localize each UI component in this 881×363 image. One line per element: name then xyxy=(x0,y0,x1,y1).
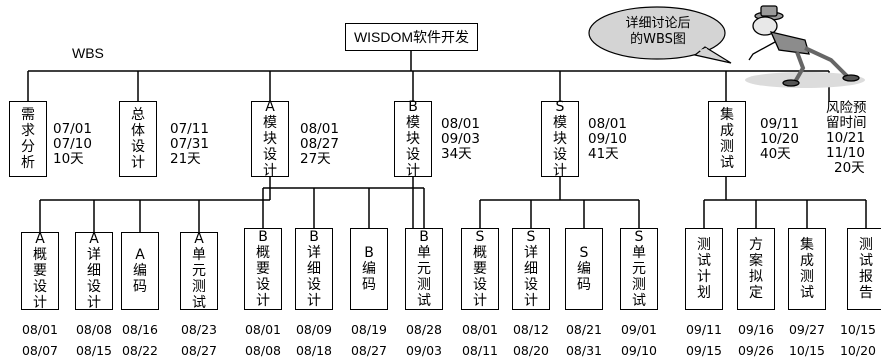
wbs-label: WBS xyxy=(72,45,104,61)
risk-reserve-text: 风险预 留时间 10/21 11/10 20天 xyxy=(826,101,867,176)
phase-box-requirements: 需求分析 xyxy=(9,101,47,177)
task-box-integration-test: 集成测试 xyxy=(788,228,826,310)
bubble-text: 详细讨论后 的WBS图 xyxy=(598,16,718,48)
cartoon-man-icon xyxy=(735,2,865,90)
phase-box-integration: 集成测试 xyxy=(708,101,746,177)
task-box-test-report: 测试报告 xyxy=(847,228,881,310)
phase-box-architecture: 总体设计 xyxy=(119,101,157,177)
task-box-test-scheme: 方案拟定 xyxy=(737,228,775,310)
root-project-box: WISDOM软件开发 xyxy=(345,23,478,51)
task-box-test-plan: 测试计划 xyxy=(685,228,723,310)
